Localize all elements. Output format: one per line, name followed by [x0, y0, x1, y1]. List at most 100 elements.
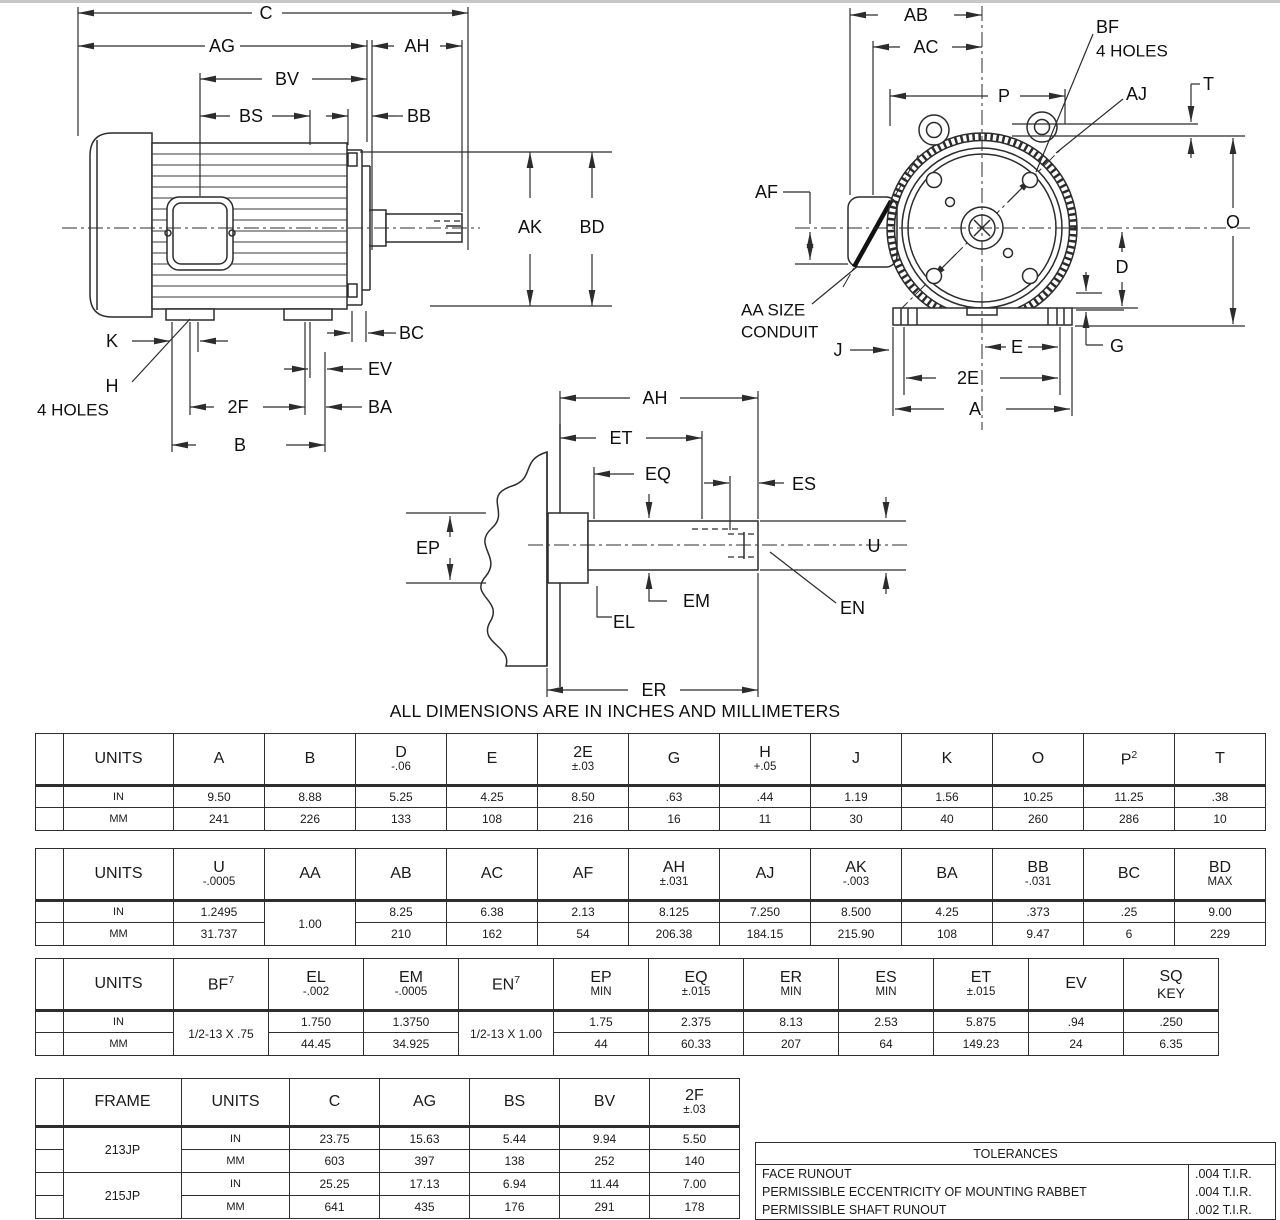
- t1-in-2e: 8.50: [537, 785, 629, 808]
- t1-in-d: 5.25: [355, 785, 447, 808]
- t4-215-unit-in: IN: [181, 1172, 290, 1196]
- t1-unit-mm: MM: [63, 807, 174, 831]
- dim-label-ep: EP: [416, 538, 440, 558]
- spacer-cell: [35, 1126, 64, 1150]
- t3-unit-in: IN: [63, 1010, 174, 1033]
- t2-mm-bb: 9.47: [992, 922, 1084, 946]
- dim-label-aa-size: AA SIZE: [741, 301, 805, 320]
- spacer-cell: [35, 785, 64, 808]
- t3-in-es: 2.53: [838, 1010, 934, 1033]
- dim-label-k: K: [106, 331, 118, 351]
- t4-215-in-c: 25.25: [289, 1172, 380, 1196]
- dim-label-bf: BF: [1096, 17, 1119, 37]
- t2-col-ab: AB: [355, 848, 447, 902]
- mount-hole-lr: [1021, 267, 1039, 285]
- t2-in-af: 2.13: [537, 900, 629, 923]
- t4-215-mm-bs: 176: [469, 1195, 560, 1219]
- t4-frame-215jp: 215JP: [63, 1172, 182, 1219]
- t2-mm-ah: 206.38: [628, 922, 720, 946]
- tol-shaft-runout-label: PERMISSIBLE SHAFT RUNOUT: [762, 1203, 947, 1217]
- t2-col-ah: AH±.031: [628, 848, 720, 902]
- dimension-table-1: UNITS A B D-.06 E 2E±.03 G H+.05 J K O P…: [35, 733, 1266, 831]
- dim-label-es: ES: [792, 474, 816, 494]
- t1-in-g: .63: [628, 785, 720, 808]
- t2-in-ab: 8.25: [355, 900, 447, 923]
- dim-label-t: T: [1203, 74, 1214, 94]
- units-note: ALL DIMENSIONS ARE IN INCHES AND MILLIME…: [389, 701, 841, 721]
- t1-mm-o: 260: [992, 807, 1084, 831]
- t4-col-ag: AG: [379, 1078, 470, 1128]
- t4-215-in-2f: 7.00: [649, 1172, 740, 1196]
- tolerances-title: TOLERANCES: [755, 1142, 1276, 1165]
- tolerances-table: TOLERANCES FACE RUNOUT .004 T.I.R. PERMI…: [755, 1142, 1277, 1220]
- spacer-cell: [35, 1032, 64, 1056]
- t2-unit-in: IN: [63, 900, 174, 923]
- t4-213-mm-c: 603: [289, 1149, 380, 1173]
- t4-col-frame: FRAME: [63, 1078, 182, 1128]
- dim-label-h: H: [106, 376, 119, 396]
- t1-mm-t: 10: [1174, 807, 1266, 831]
- spacer-cell: [35, 848, 64, 902]
- t3-col-em: EM-.0005: [363, 958, 459, 1012]
- t4-col-c: C: [289, 1078, 380, 1128]
- t1-col-b: B: [264, 733, 356, 787]
- t2-aa-merged: 1.00: [264, 900, 356, 946]
- t1-col-j: J: [810, 733, 902, 787]
- t3-en-merged: 1/2-13 X 1.00: [458, 1010, 554, 1056]
- t1-mm-k: 40: [901, 807, 993, 831]
- t2-col-ac: AC: [446, 848, 538, 902]
- t3-in-el: 1.750: [268, 1010, 364, 1033]
- dim-label-ba: BA: [368, 397, 392, 417]
- t3-mm-es: 64: [838, 1032, 934, 1056]
- t4-col-bs: BS: [469, 1078, 560, 1128]
- t4-213-mm-ag: 397: [379, 1149, 470, 1173]
- t1-col-k: K: [901, 733, 993, 787]
- t1-in-j: 1.19: [810, 785, 902, 808]
- t1-in-k: 1.56: [901, 785, 993, 808]
- dim-label-g: G: [1110, 336, 1124, 356]
- t3-mm-sqkey: 6.35: [1123, 1032, 1219, 1056]
- t3-in-er: 8.13: [743, 1010, 839, 1033]
- t2-in-bd: 9.00: [1174, 900, 1266, 923]
- side-view: C AG AH BV BS BB AK BD K H 4 HOLES 2F B …: [37, 3, 612, 455]
- t2-in-ac: 6.38: [446, 900, 538, 923]
- spacer-cell: [35, 807, 64, 831]
- t1-col-units: UNITS: [63, 733, 174, 787]
- dim-label-ab: AB: [904, 5, 928, 25]
- dim-label-ah-shaft: AH: [642, 388, 667, 408]
- t1-col-p: P2: [1083, 733, 1175, 787]
- t1-col-h: H+.05: [719, 733, 811, 787]
- page-top-edge: [0, 0, 1280, 3]
- spacer-cell: [35, 1010, 64, 1033]
- dim-label-el: EL: [613, 612, 635, 632]
- t1-mm-j: 30: [810, 807, 902, 831]
- t1-mm-d: 133: [355, 807, 447, 831]
- dim-label-ac: AC: [913, 37, 938, 57]
- t3-in-et: 5.875: [933, 1010, 1029, 1033]
- dim-label-c: C: [260, 3, 273, 23]
- t3-in-ev: .94: [1028, 1010, 1124, 1033]
- frame-table: FRAME UNITS C AG BS BV 2F±.03 213JP IN 2…: [35, 1078, 740, 1219]
- t3-col-ev: EV: [1028, 958, 1124, 1012]
- t3-in-em: 1.3750: [363, 1010, 459, 1033]
- tol-shaft-runout-value: .002 T.I.R.: [1187, 1201, 1276, 1220]
- t4-215-mm-bv: 291: [559, 1195, 650, 1219]
- t2-mm-ab: 210: [355, 922, 447, 946]
- t1-col-o: O: [992, 733, 1084, 787]
- t4-213-in-2f: 5.50: [649, 1126, 740, 1150]
- dim-label-bs: BS: [239, 106, 263, 126]
- shaft-detail-view: AH ET EQ ES EP U EM EL EN ER: [406, 388, 908, 700]
- t1-mm-g: 16: [628, 807, 720, 831]
- t4-col-2f: 2F±.03: [649, 1078, 740, 1128]
- t1-col-e: E: [446, 733, 538, 787]
- tol-eccentricity-label: PERMISSIBLE ECCENTRICITY OF MOUNTING RAB…: [762, 1185, 1087, 1199]
- t3-col-en: EN7: [458, 958, 554, 1012]
- t4-215-mm-c: 641: [289, 1195, 380, 1219]
- t1-col-d: D-.06: [355, 733, 447, 787]
- t3-in-sqkey: .250: [1123, 1010, 1219, 1033]
- t4-213-mm-2f: 140: [649, 1149, 740, 1173]
- t4-215-in-ag: 17.13: [379, 1172, 470, 1196]
